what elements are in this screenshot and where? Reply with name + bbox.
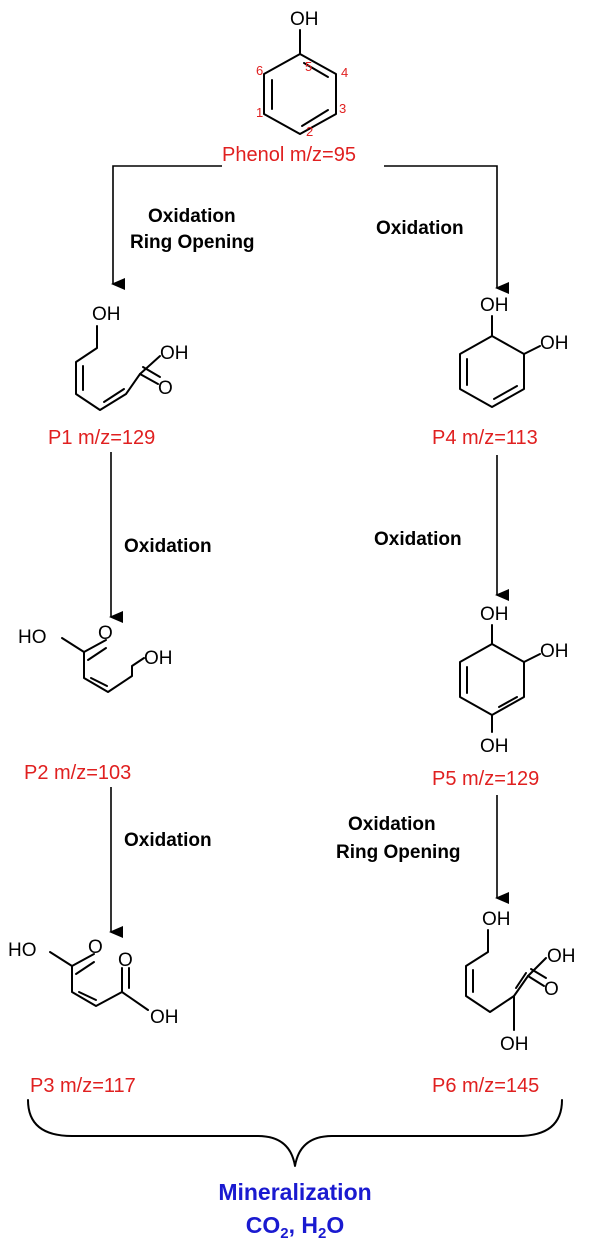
p5-oh1: OH — [480, 604, 509, 625]
p6-oh-top: OH — [482, 909, 511, 930]
p5-oh2: OH — [540, 641, 569, 662]
step-right3-line2: Ring Opening — [336, 842, 461, 863]
phenol-oh: OH — [290, 9, 319, 30]
step-left1-line1: Oxidation — [148, 206, 236, 227]
step-right2: Oxidation — [374, 529, 462, 550]
step-left2: Oxidation — [124, 536, 212, 557]
p1-structure: OH OH O P1 m/z=129 — [48, 304, 189, 449]
converging-brace — [27, 1099, 563, 1167]
p1-label: P1 m/z=129 — [48, 427, 155, 449]
step-right1: Oxidation — [376, 218, 464, 239]
ring-number-1: 1 — [256, 105, 263, 120]
p6-label: P6 m/z=145 — [432, 1075, 539, 1097]
branch-arrows — [111, 165, 509, 294]
p1-oh-acid: OH — [160, 343, 189, 364]
p6-oh-bottom: OH — [500, 1034, 529, 1055]
p4-structure: OH OH P4 m/z=113 — [432, 295, 569, 449]
phenol-structure: OH 5 4 3 2 1 6 Phenol m/z=95 — [222, 9, 356, 166]
ring-number-3: 3 — [339, 101, 346, 116]
step-left1-line2: Ring Opening — [130, 232, 255, 253]
mineralization-products: CO2, H2O — [246, 1212, 344, 1242]
ring-number-5: 5 — [305, 59, 312, 74]
p1-oh-top: OH — [92, 304, 121, 325]
p4-label: P4 m/z=113 — [432, 427, 538, 449]
p5-structure: OH OH OH P5 m/z=129 — [432, 604, 569, 790]
ring-number-4: 4 — [341, 65, 348, 80]
p2-oh: OH — [144, 648, 173, 669]
p1-o: O — [158, 378, 173, 399]
p6-structure: OH OH O OH P6 m/z=145 — [432, 909, 576, 1097]
p4-oh2: OH — [540, 333, 569, 354]
p4-oh1: OH — [480, 295, 509, 316]
p3-label: P3 m/z=117 — [30, 1075, 136, 1097]
step-right3-line1: Oxidation — [348, 814, 436, 835]
p3-o1: O — [88, 937, 103, 958]
p2-ho: HO — [18, 627, 47, 648]
p3-oh: OH — [150, 1007, 179, 1028]
phenol-label: Phenol m/z=95 — [222, 144, 356, 166]
p2-structure: HO O OH P2 m/z=103 — [18, 623, 173, 784]
ring-number-6: 6 — [256, 63, 263, 78]
p6-o: O — [544, 979, 559, 1000]
p3-ho: HO — [8, 940, 37, 961]
p5-label: P5 m/z=129 — [432, 768, 539, 790]
p3-o2: O — [118, 950, 133, 971]
ring-number-2: 2 — [306, 124, 313, 139]
p5-oh3: OH — [480, 736, 509, 757]
p6-oh-acid: OH — [547, 946, 576, 967]
mineralization-title: Mineralization — [218, 1179, 371, 1205]
p2-label: P2 m/z=103 — [24, 762, 131, 784]
p3-structure: HO O O OH P3 m/z=117 — [8, 937, 179, 1097]
step-left3: Oxidation — [124, 830, 212, 851]
p2-o: O — [98, 623, 113, 644]
